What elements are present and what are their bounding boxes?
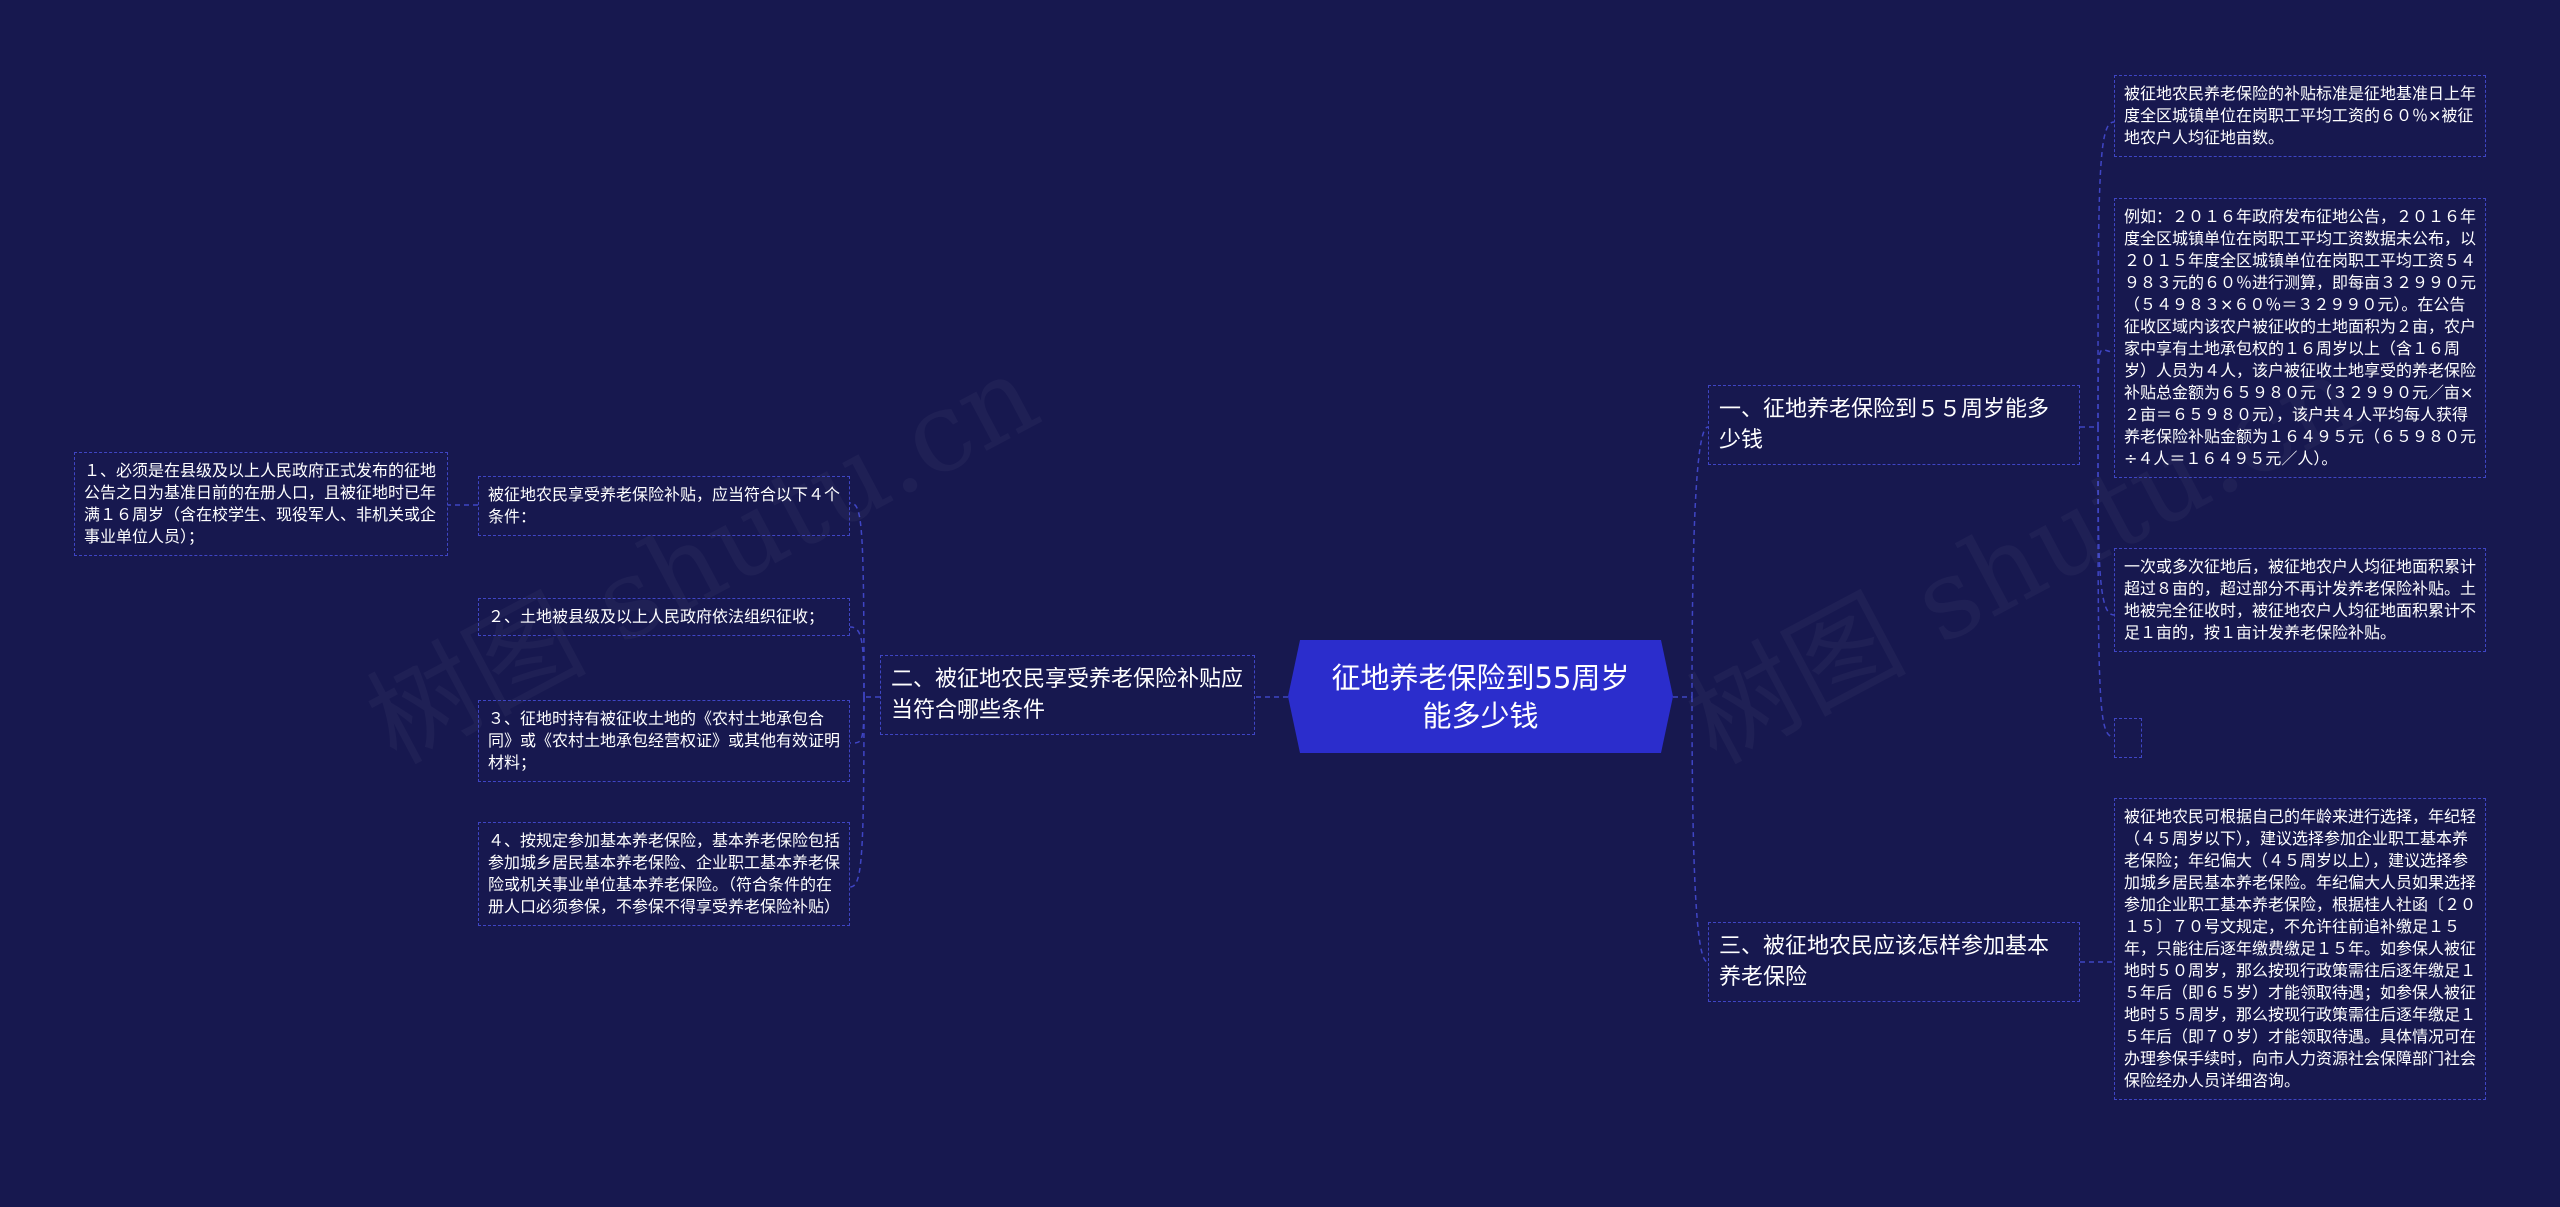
branch-one-leaf-3[interactable]: 一次或多次征地后，被征地农户人均征地面积累计超过８亩的，超过部分不再计发养老保险… (2114, 548, 2486, 652)
branch-two-topic[interactable]: 二、被征地农民享受养老保险补贴应当符合哪些条件 (880, 655, 1255, 735)
branch-two-condition-4[interactable]: ４、按规定参加基本养老保险，基本养老保险包括参加城乡居民基本养老保险、企业职工基… (478, 822, 850, 926)
branch-three-leaf[interactable]: 被征地农民可根据自己的年龄来进行选择，年纪轻（４５周岁以下），建议选择参加企业职… (2114, 798, 2486, 1100)
branch-two-intro[interactable]: 被征地农民享受养老保险补贴，应当符合以下４个条件： (478, 476, 850, 536)
branch-one-leaf-empty[interactable] (2114, 718, 2142, 758)
root-topic[interactable]: 征地养老保险到55周岁能多少钱 (1288, 640, 1673, 753)
branch-three-topic[interactable]: 三、被征地农民应该怎样参加基本养老保险 (1708, 922, 2080, 1002)
branch-one-leaf-1[interactable]: 被征地农民养老保险的补贴标准是征地基准日上年度全区城镇单位在岗职工平均工资的６０… (2114, 75, 2486, 157)
branch-one-topic[interactable]: 一、征地养老保险到５５周岁能多少钱 (1708, 385, 2080, 465)
branch-one-leaf-2[interactable]: 例如：２０１６年政府发布征地公告，２０１６年度全区城镇单位在岗职工平均工资数据未… (2114, 198, 2486, 478)
branch-two-condition-1[interactable]: １、必须是在县级及以上人民政府正式发布的征地公告之日为基准日前的在册人口，且被征… (74, 452, 448, 556)
branch-two-condition-3[interactable]: ３、征地时持有被征收土地的《农村土地承包合同》或《农村土地承包经营权证》或其他有… (478, 700, 850, 782)
branch-two-condition-2[interactable]: ２、土地被县级及以上人民政府依法组织征收； (478, 598, 850, 636)
